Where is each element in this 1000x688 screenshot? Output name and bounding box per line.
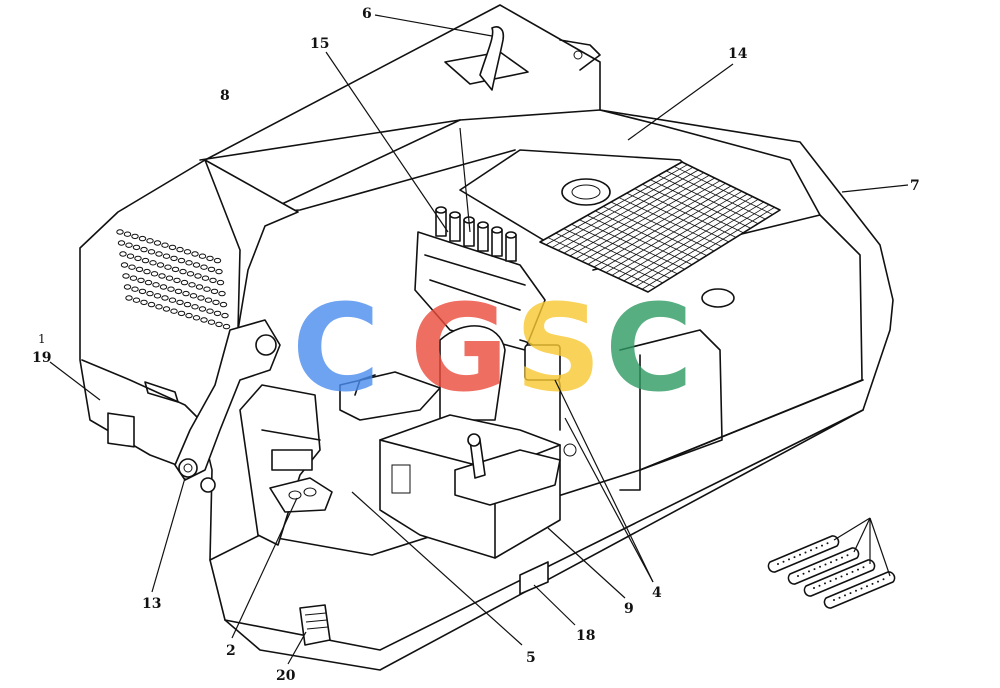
leader-lines bbox=[49, 14, 909, 665]
identification-plate bbox=[519, 561, 549, 595]
callout-20: 20 bbox=[276, 668, 296, 684]
callout-1: 1 bbox=[38, 332, 46, 346]
lifting-handle bbox=[444, 26, 601, 91]
callout-13: 13 bbox=[142, 596, 161, 612]
watermark-logo: C G S C bbox=[292, 280, 693, 419]
left-control-console bbox=[239, 384, 333, 546]
callout-14: 14 bbox=[728, 46, 748, 62]
seat-platform bbox=[339, 325, 506, 421]
front-step-hatch bbox=[299, 604, 331, 646]
callout-8: 8 bbox=[220, 88, 230, 104]
callout-18: 18 bbox=[576, 628, 595, 644]
callout-4: 4 bbox=[652, 585, 662, 601]
boom-bracket bbox=[174, 319, 281, 493]
watermark-letter-1: C bbox=[292, 280, 380, 419]
callout-15: 15 bbox=[310, 36, 329, 52]
callout-5: 5 bbox=[526, 650, 536, 666]
radiator-mesh-grate bbox=[539, 161, 781, 293]
machine-body bbox=[79, 4, 894, 671]
hydraulic-hose-assembly bbox=[519, 339, 577, 457]
side-vent-grille bbox=[116, 229, 231, 330]
battery-box bbox=[379, 414, 561, 559]
callout-19: 19 bbox=[32, 350, 51, 366]
callout-labels: 6 15 14 8 7 1 19 13 9 4 18 2 5 20 bbox=[32, 6, 920, 684]
watermark-letter-3: S bbox=[515, 280, 601, 419]
callout-9: 9 bbox=[624, 601, 634, 617]
callout-6: 6 bbox=[362, 6, 372, 22]
rear-step-hatch bbox=[107, 381, 179, 448]
callout-2: 2 bbox=[226, 643, 236, 659]
spare-filter-elements bbox=[767, 517, 896, 609]
watermark-letter-4: C bbox=[605, 280, 693, 419]
callout-7: 7 bbox=[910, 178, 920, 194]
watermark-letter-2: G bbox=[410, 280, 509, 419]
